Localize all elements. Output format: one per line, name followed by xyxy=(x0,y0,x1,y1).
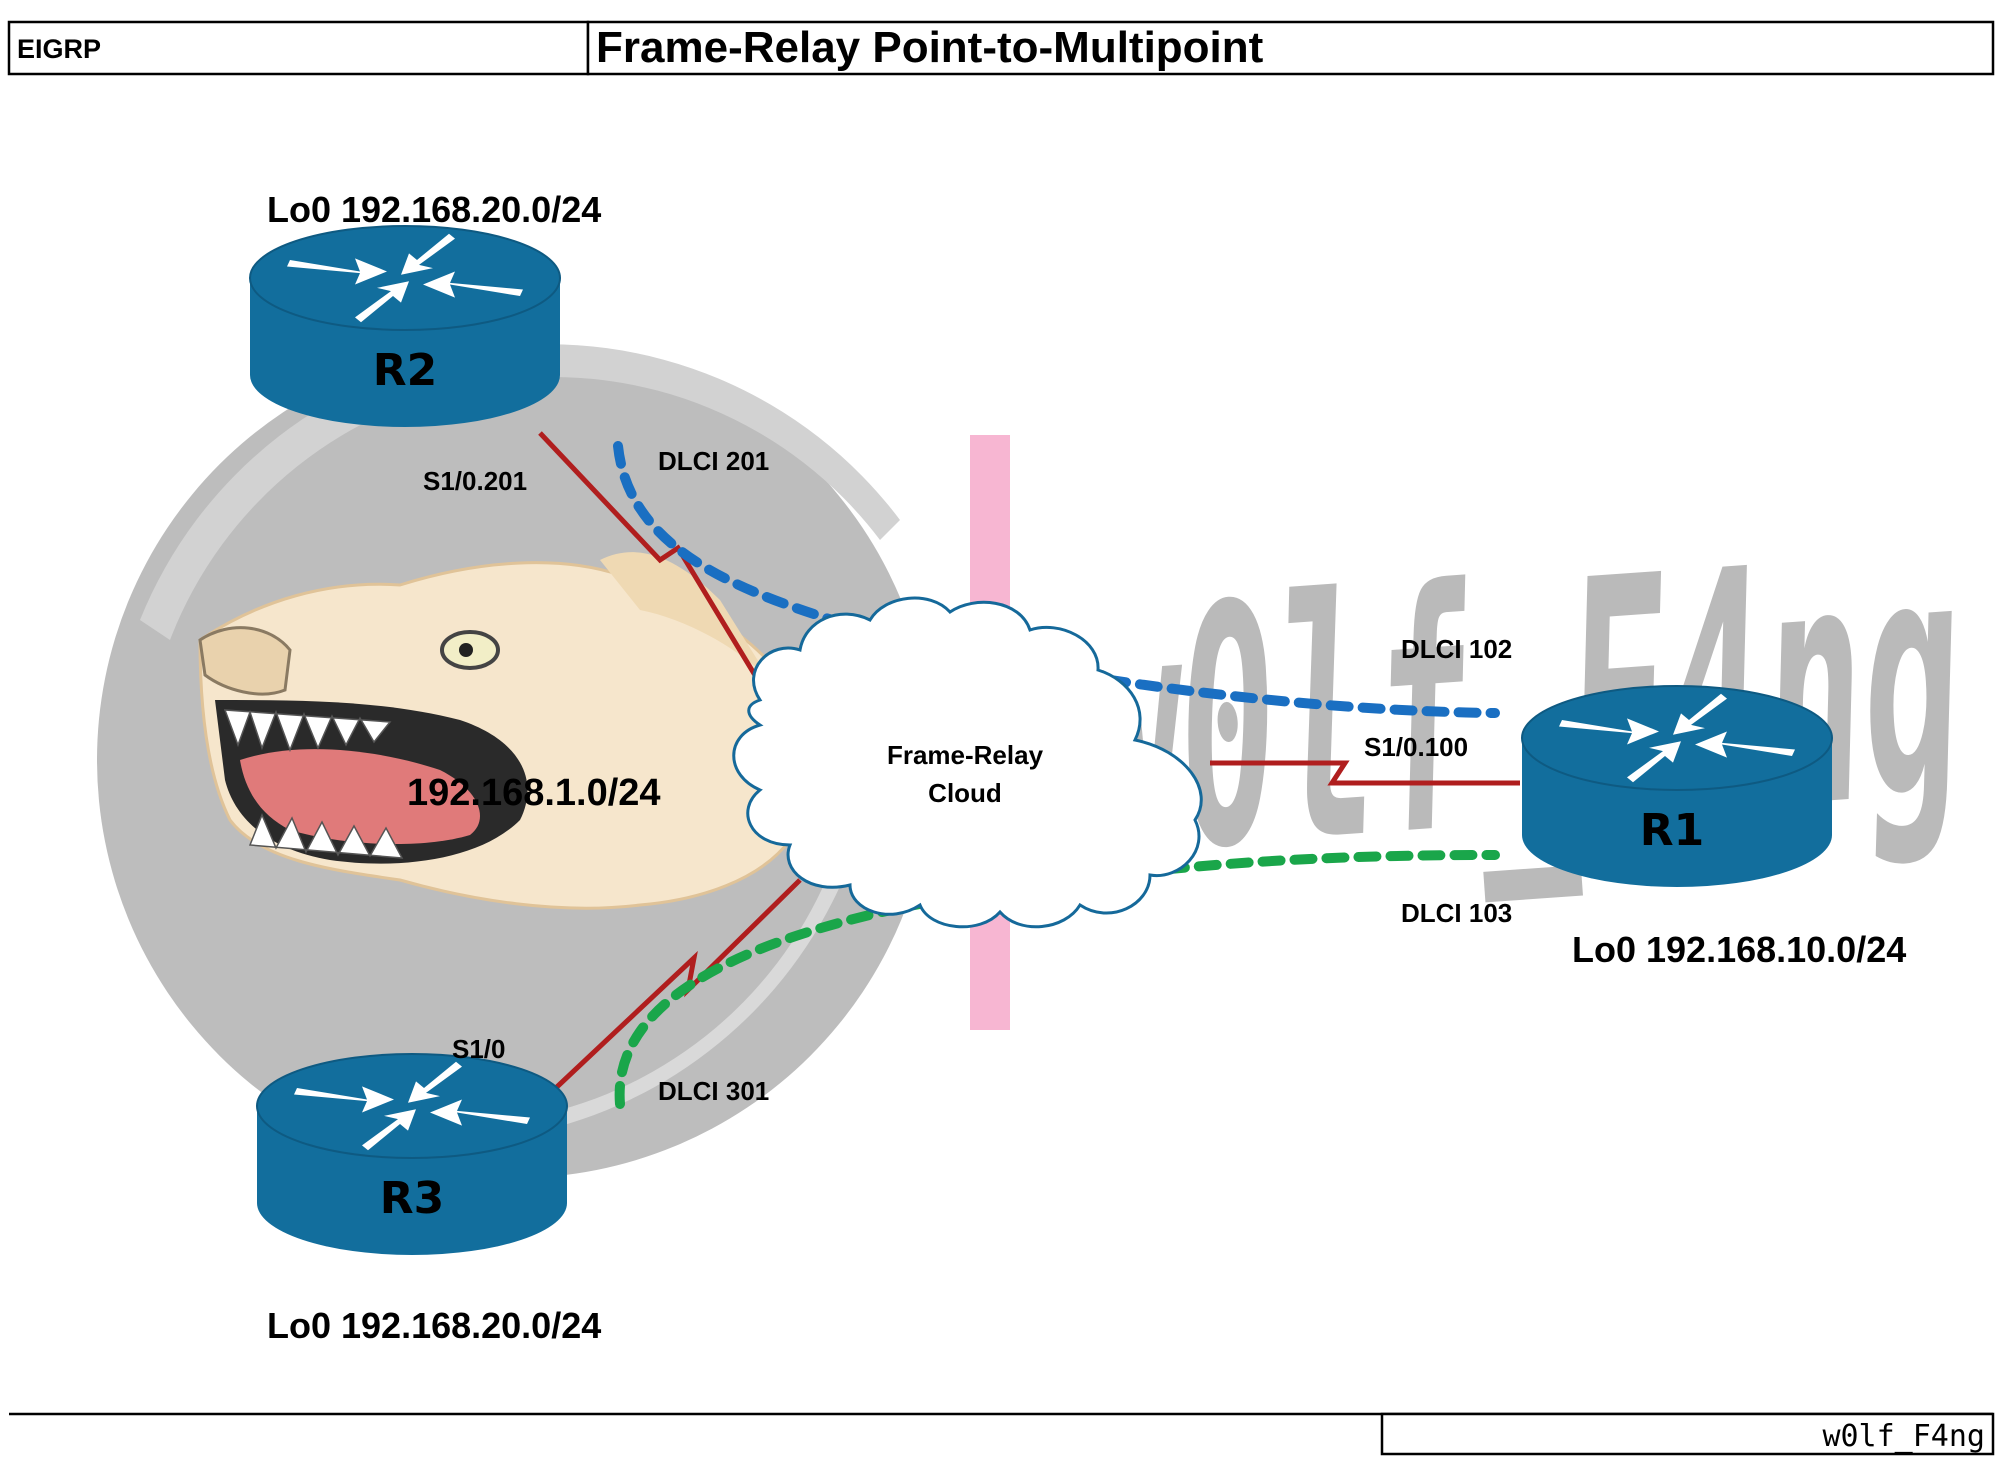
router-name-r2: R2 xyxy=(373,345,438,396)
r2-serial-link xyxy=(538,431,773,702)
dlci-201-label: DLCI 201 xyxy=(658,446,769,476)
r1-serial-link xyxy=(1210,760,1520,786)
footer-signature: w0lf_F4ng xyxy=(1822,1419,1985,1454)
r1-loopback-label: Lo0 192.168.10.0/24 xyxy=(1572,929,1906,970)
serial-links xyxy=(538,431,1520,1102)
diagram-title: Frame-Relay Point-to-Multipoint xyxy=(596,23,1264,72)
r2-interface-label: S1/0.201 xyxy=(423,466,527,496)
wolf-mascot-icon xyxy=(97,342,933,1178)
cloud-label-line2: Cloud xyxy=(928,778,1002,808)
footer: w0lf_F4ng xyxy=(9,1412,1995,1456)
dlci-301-label: DLCI 301 xyxy=(658,1076,769,1106)
router-r3[interactable]: R3 xyxy=(256,1053,568,1255)
pvc-r3-r1 xyxy=(614,850,1500,1109)
cloud-label-line1: Frame-Relay xyxy=(887,740,1044,770)
router-r2[interactable]: R2 xyxy=(249,225,561,427)
r2-loopback-label: Lo0 192.168.20.0/24 xyxy=(267,189,601,230)
header-bar: EIGRP Frame-Relay Point-to-Multipoint xyxy=(7,20,1995,76)
r3-interface-label: S1/0 xyxy=(452,1034,506,1064)
r1-interface-label: S1/0.100 xyxy=(1364,732,1468,762)
dlci-102-label: DLCI 102 xyxy=(1401,634,1512,664)
dlci-103-label: DLCI 103 xyxy=(1401,898,1512,928)
subnet-label: 192.168.1.0/24 xyxy=(407,772,661,814)
watermark-text: w0lf_F4ng xyxy=(1069,485,1974,934)
protocol-label: EIGRP xyxy=(17,34,101,64)
svg-text:w0lf_F4ng: w0lf_F4ng xyxy=(1069,485,1974,934)
cloud-icon: Frame-Relay Cloud xyxy=(732,596,1203,929)
r3-serial-link xyxy=(541,878,802,1102)
router-name-r3: R3 xyxy=(380,1173,445,1224)
r3-loopback-label: Lo0 192.168.20.0/24 xyxy=(267,1305,601,1346)
router-name-r1: R1 xyxy=(1640,805,1705,856)
router-r1[interactable]: R1 xyxy=(1521,685,1833,887)
